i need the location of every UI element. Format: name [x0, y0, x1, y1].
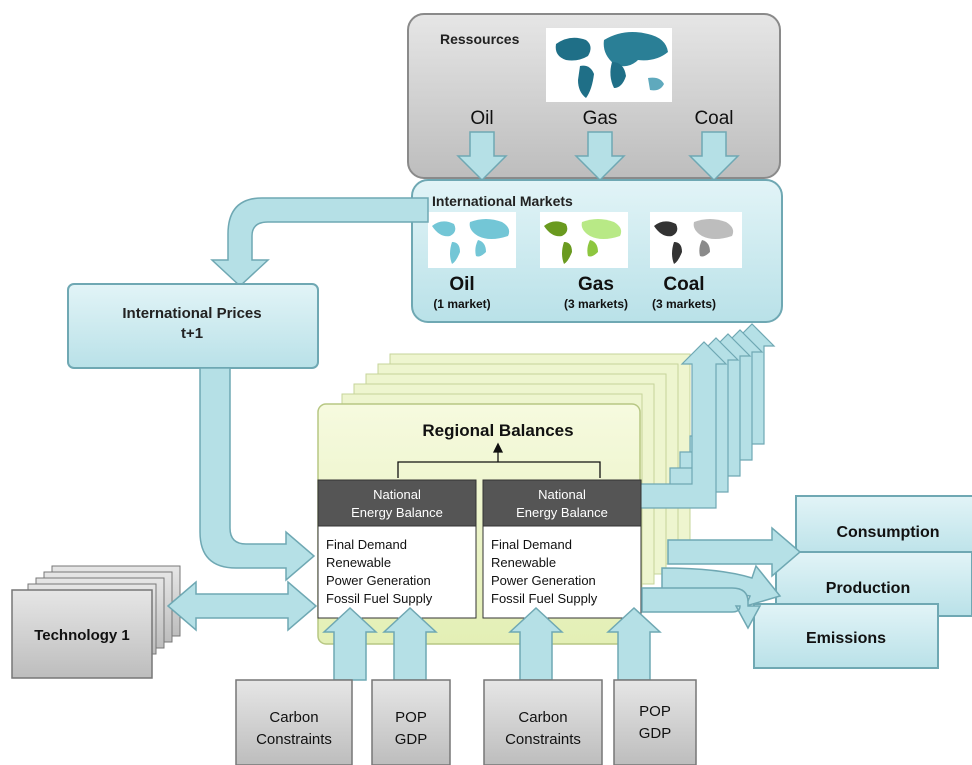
- markets-title: International Markets: [432, 193, 573, 209]
- market-oil-label: Oil: [449, 274, 474, 295]
- technology-balance-arrow: [166, 580, 318, 632]
- national-balance-1: National Energy Balance Final Demand Ren…: [317, 479, 477, 619]
- balance-2-item: Final Demand: [491, 537, 572, 552]
- balance-1-header-line2: Energy Balance: [351, 505, 443, 520]
- market-gas-label: Gas: [578, 274, 614, 295]
- to-consumption-arrow: [667, 526, 802, 578]
- emissions-label: Emissions: [806, 630, 886, 647]
- consumption-label: Consumption: [836, 524, 939, 541]
- balance-1-item: Fossil Fuel Supply: [326, 591, 433, 606]
- balance-2-header-line1: National: [538, 487, 586, 502]
- input-4-line1: POP: [639, 703, 671, 720]
- carbon-input-arrow-2: [508, 606, 564, 681]
- input-3-line2: Constraints: [505, 731, 581, 748]
- input-4-line2: GDP: [639, 725, 672, 742]
- coal-supply-arrow: [688, 131, 740, 182]
- input-2-line2: GDP: [395, 731, 428, 748]
- market-coal-label: Coal: [663, 274, 704, 295]
- technology-stack: Technology 1: [11, 565, 181, 679]
- prices-title: International Prices: [122, 305, 261, 322]
- carbon-input-arrow-1: [322, 606, 378, 681]
- input-3-line1: Carbon: [518, 709, 567, 726]
- gas-market-map-icon: [540, 212, 628, 268]
- regional-balances-title: Regional Balances: [422, 421, 573, 440]
- to-emissions-arrow: [641, 587, 762, 630]
- input-1-line2: Constraints: [256, 731, 332, 748]
- oil-supply-arrow: [456, 131, 508, 182]
- input-box-carbon-2: Carbon Constraints: [483, 679, 603, 765]
- national-balance-2: National Energy Balance Final Demand Ren…: [482, 479, 642, 619]
- gas-supply-arrow: [574, 131, 626, 182]
- technology-label: Technology 1: [34, 627, 130, 644]
- balance-2-item: Power Generation: [491, 573, 596, 588]
- input-box-popgdp-2: POP GDP: [613, 679, 697, 765]
- resources-title: Ressources: [440, 31, 520, 47]
- input-1-line1: Carbon: [269, 709, 318, 726]
- prices-period: t+1: [181, 325, 203, 342]
- production-label: Production: [826, 580, 910, 597]
- international-prices-box: International Prices t+1: [67, 283, 319, 369]
- prices-to-balance-arrow: [199, 367, 316, 582]
- balance-connector: [397, 442, 601, 478]
- balance-1-item: Final Demand: [326, 537, 407, 552]
- market-gas-note: (3 markets): [564, 297, 628, 311]
- input-box-popgdp-1: POP GDP: [371, 679, 451, 765]
- balance-1-item: Renewable: [326, 555, 391, 570]
- resource-gas-label: Gas: [583, 108, 618, 129]
- balance-1-item: Power Generation: [326, 573, 431, 588]
- pop-input-arrow-2: [606, 606, 662, 681]
- balance-2-item: Renewable: [491, 555, 556, 570]
- output-boxes: Consumption Production Emissions: [753, 495, 972, 669]
- balances-to-markets-arrows: [639, 323, 776, 509]
- balance-2-item: Fossil Fuel Supply: [491, 591, 598, 606]
- coal-market-map-icon: [650, 212, 742, 268]
- oil-market-map-icon: [428, 212, 516, 268]
- pop-input-arrow-1: [382, 606, 438, 681]
- market-coal-note: (3 markets): [652, 297, 716, 311]
- balance-2-header-line2: Energy Balance: [516, 505, 608, 520]
- resources-box: Ressources Oil Gas Coal: [407, 13, 781, 179]
- market-oil-note: (1 market): [433, 297, 490, 311]
- world-map-icon: [546, 28, 672, 102]
- resource-oil-label: Oil: [470, 108, 493, 129]
- resource-coal-label: Coal: [694, 108, 733, 129]
- balance-1-header-line1: National: [373, 487, 421, 502]
- international-markets-box: International Markets Oil (1 market) Gas…: [411, 179, 783, 323]
- markets-to-prices-arrow: [210, 197, 429, 288]
- input-box-carbon-1: Carbon Constraints: [235, 679, 353, 765]
- input-2-line1: POP: [395, 709, 427, 726]
